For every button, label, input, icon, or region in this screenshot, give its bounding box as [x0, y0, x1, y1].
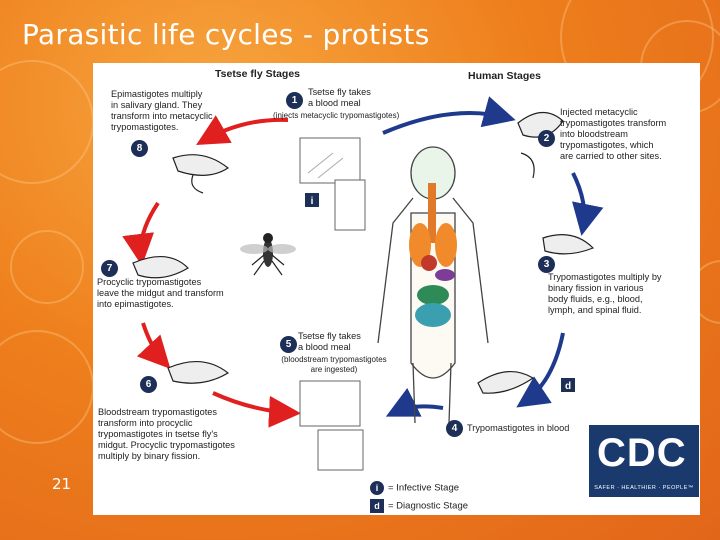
tsetse-fly-illustration [240, 233, 296, 276]
step-1-note: (injects metacyclic trypomastigotes) [273, 111, 400, 120]
tsetse-arrow-1-8 [196, 115, 289, 145]
human-stages-heading: Human Stages [468, 70, 541, 82]
cdc-logo-tagline: SAFER · HEALTHIER · PEOPLE™ [594, 485, 694, 491]
parasite-procyclic-6 [167, 360, 230, 384]
human-arrow-4-5 [385, 387, 444, 417]
bite-inset-bottom [299, 380, 361, 427]
cdc-logo-letters: CDC [597, 431, 687, 475]
bite-inset-top [299, 137, 361, 184]
slide-number: 21 [52, 475, 72, 493]
diagnostic-marker-d: d [561, 378, 575, 392]
tsetse-arrow-7-6 [136, 322, 171, 369]
slide-title: Parasitic life cycles - protists [22, 18, 430, 51]
background-ring [0, 60, 94, 184]
step-badge-6: 6 [140, 376, 157, 393]
diagnostic-stage-icon: d [370, 499, 384, 513]
human-arrow-1-2 [382, 96, 516, 135]
step-badge-1: 1 [286, 92, 303, 109]
tsetse-arrow-8-7 [122, 201, 160, 266]
step-2-text: Injected metacyclic trypomastigotes tran… [560, 107, 667, 161]
step-4-text: Trypomastigotes in blood [467, 423, 570, 433]
step-badge-7: 7 [101, 260, 118, 277]
parasite-inset-top [334, 179, 366, 231]
svg-text:i: i [311, 196, 314, 207]
tsetse-stages-heading: Tsetse fly Stages [215, 68, 301, 80]
parasite-inset-bottom [317, 429, 364, 471]
step-7-text: Procyclic trypomastigotes leave the midg… [97, 277, 224, 309]
step-3-text: Trypomastigotes multiply by binary fissi… [548, 272, 662, 315]
tsetse-arrow-6-5 [212, 391, 301, 428]
cdc-logo: CDC SAFER · HEALTHIER · PEOPLE™ [589, 425, 699, 497]
legend-diagnostic: d= Diagnostic Stage [370, 499, 468, 513]
human-arrow-3-4 [516, 332, 565, 408]
life-cycle-diagram: d i [122, 96, 604, 471]
step-badge-5: 5 [280, 336, 297, 353]
step-badge-2: 2 [538, 130, 555, 147]
infective-marker-i: i [305, 193, 319, 207]
parasite-trypomastigote-3 [542, 234, 595, 255]
parasite-epimastigote [172, 154, 230, 194]
legend-infective: i= Infective Stage [370, 481, 459, 495]
human-organs [409, 183, 457, 327]
step-6-text: Bloodstream trypomastigotes transform in… [98, 407, 235, 461]
background-ring [10, 230, 84, 304]
step-badge-8: 8 [131, 140, 148, 157]
infective-stage-icon: i [370, 481, 384, 495]
step-badge-4: 4 [446, 420, 463, 437]
parasite-procyclic-7 [132, 256, 189, 279]
life-cycle-figure: d i Tsetse fly Stages Human Stages 1 Tse… [93, 63, 700, 515]
background-ring [0, 330, 94, 444]
svg-text:d: d [565, 381, 571, 392]
step-badge-3: 3 [538, 256, 555, 273]
parasite-trypomastigote-4 [477, 371, 535, 394]
human-arrow-2-3 [571, 172, 604, 236]
step-8-text: Epimastigotes multiply in salivary gland… [111, 89, 213, 132]
